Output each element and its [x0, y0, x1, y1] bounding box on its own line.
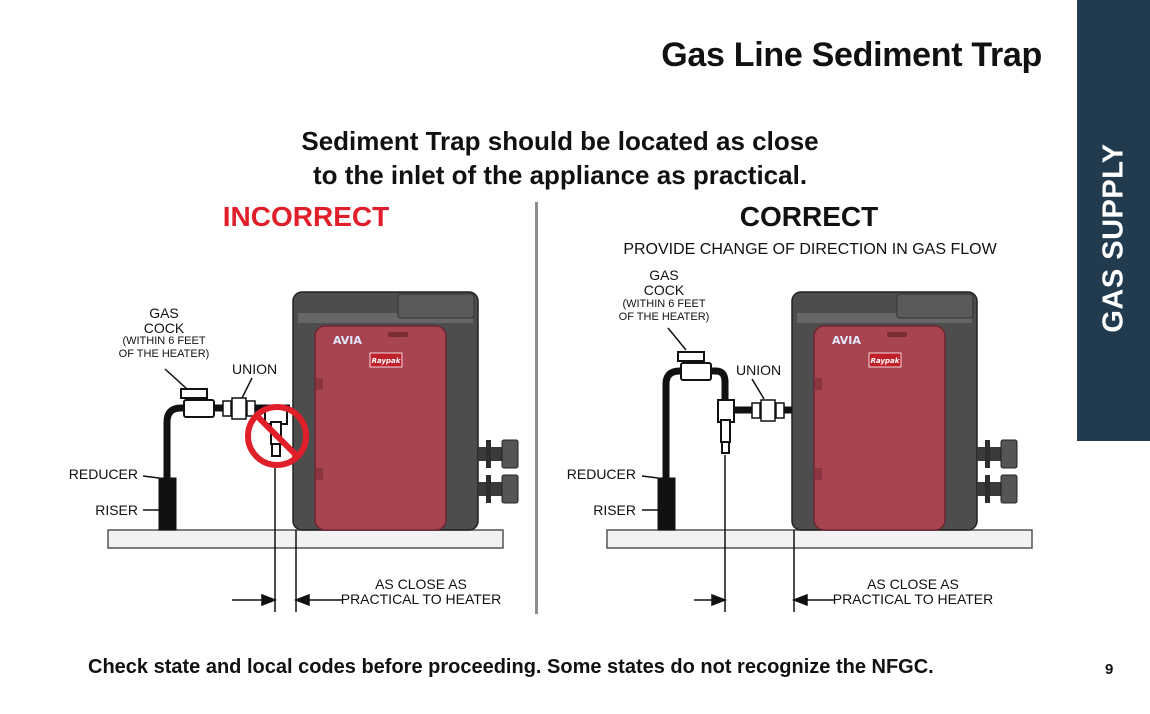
incorrect-reducer-label: REDUCER [68, 466, 138, 482]
column-divider [535, 202, 538, 614]
incorrect-brand: Raypak [372, 357, 402, 365]
subtitle-line-1: Sediment Trap should be located as close [301, 126, 819, 156]
page-title: Gas Line Sediment Trap [661, 36, 1042, 74]
correct-heater: AVIA Raypak [791, 291, 1018, 531]
correct-gas-cock-note: (WITHIN 6 FEET OF THE HEATER) [612, 298, 716, 324]
incorrect-gas-cock-line1: GAS [149, 305, 179, 321]
correct-gas-cock-line3: (WITHIN 6 FEET [622, 298, 706, 310]
correct-gas-cock-line2: COCK [643, 282, 685, 298]
side-tab: GAS SUPPLY [1077, 0, 1150, 441]
correct-reducer-label: REDUCER [566, 466, 636, 482]
prohibition-icon [245, 404, 309, 468]
incorrect-distance-label: AS CLOSE AS PRACTICAL TO HEATER [340, 577, 502, 607]
correct-gas-cock-line4: OF THE HEATER) [618, 311, 710, 323]
correct-distance-label: AS CLOSE AS PRACTICAL TO HEATER [832, 577, 994, 607]
incorrect-badge: AVIA [333, 334, 362, 347]
incorrect-gas-cock-line3: (WITHIN 6 FEET [122, 335, 206, 347]
correct-riser-label: RISER [593, 502, 636, 518]
correct-union-label: UNION [736, 362, 782, 378]
correct-distance-line1: AS CLOSE AS [867, 576, 959, 592]
incorrect-heater: AVIA Raypak [292, 291, 519, 531]
correct-distance-line2: PRACTICAL TO HEATER [832, 591, 994, 607]
incorrect-gas-cock-label: GAS COCK [120, 306, 208, 336]
incorrect-gas-cock-line4: OF THE HEATER) [118, 348, 210, 360]
direction-note: PROVIDE CHANGE OF DIRECTION IN GAS FLOW [623, 241, 997, 258]
correct-brand: Raypak [871, 357, 901, 365]
subtitle: Sediment Trap should be located as close… [220, 124, 900, 192]
incorrect-gas-piping [158, 388, 290, 531]
footer-note: Check state and local codes before proce… [88, 656, 934, 678]
incorrect-diagram: AVIA Raypak [107, 291, 519, 612]
correct-heading: CORRECT [739, 201, 879, 232]
correct-diagram: AVIA Raypak [606, 291, 1033, 612]
correct-gas-cock-label: GAS COCK [620, 268, 708, 298]
incorrect-gas-cock-line2: COCK [143, 320, 185, 336]
correct-gas-piping [657, 351, 792, 531]
page-number: 9 [1105, 661, 1114, 678]
correct-base-slab [606, 529, 1033, 549]
incorrect-riser-label: RISER [95, 502, 138, 518]
correct-badge: AVIA [832, 334, 861, 347]
incorrect-base-slab [107, 529, 504, 549]
incorrect-gas-cock-note: (WITHIN 6 FEET OF THE HEATER) [112, 335, 216, 361]
correct-gas-cock-line1: GAS [649, 267, 679, 283]
subtitle-line-2: to the inlet of the appliance as practic… [312, 160, 808, 190]
incorrect-distance-line2: PRACTICAL TO HEATER [340, 591, 502, 607]
incorrect-heading: INCORRECT [222, 201, 390, 232]
incorrect-distance-line1: AS CLOSE AS [375, 576, 467, 592]
incorrect-union-label: UNION [232, 361, 278, 377]
